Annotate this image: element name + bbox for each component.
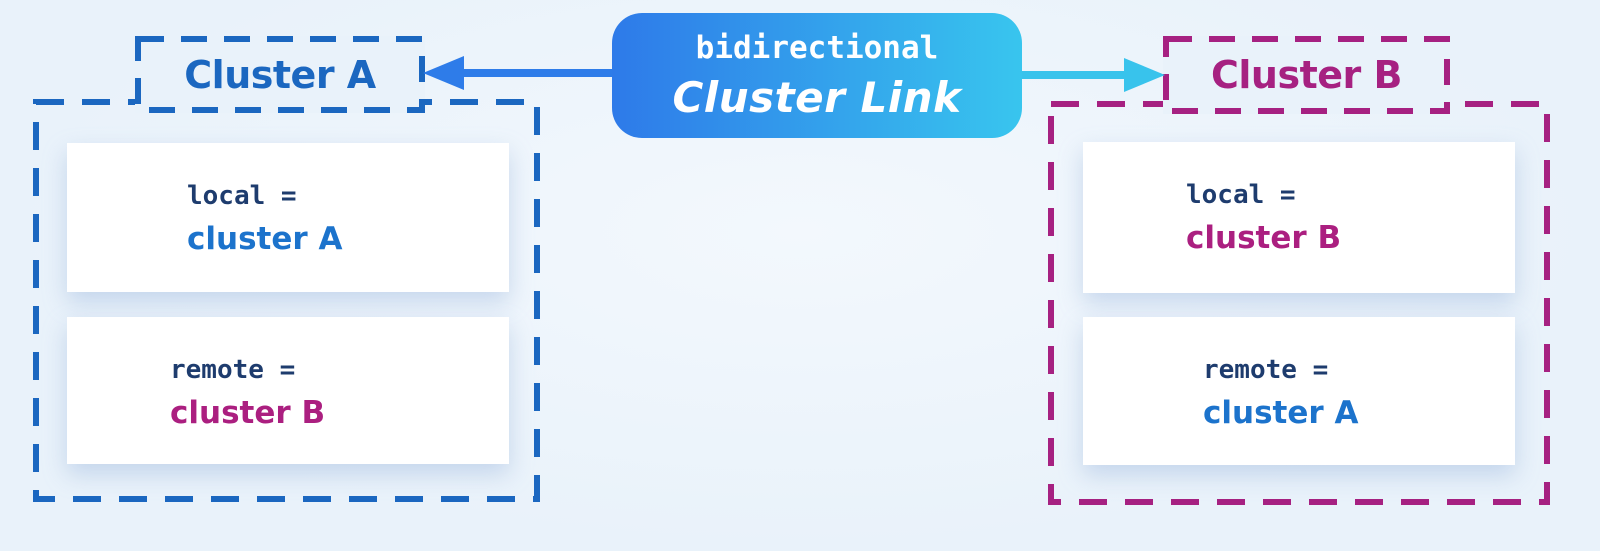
cluster-a-remote-card: remote = cluster B <box>67 317 509 464</box>
config-key: remote = <box>1203 355 1329 385</box>
config-value: cluster B <box>1186 220 1342 256</box>
config-key: remote = <box>170 355 296 385</box>
config-value: cluster B <box>170 395 326 431</box>
config-key: local = <box>187 181 297 211</box>
cluster-a-local-card: local = cluster A <box>67 143 509 292</box>
config-value: cluster A <box>187 221 343 257</box>
cluster-b-local-card: local = cluster B <box>1083 142 1515 293</box>
config-key: local = <box>1186 180 1296 210</box>
arrow-right-icon <box>1020 58 1165 92</box>
cluster-a-title: Cluster A <box>184 52 376 97</box>
cluster-link-badge: bidirectional Cluster Link <box>612 13 1022 138</box>
cluster-a-label-border <box>135 36 425 113</box>
config-value: cluster A <box>1203 395 1359 431</box>
cluster-b-label-box: Cluster B <box>1163 36 1450 114</box>
cluster-b-title: Cluster B <box>1211 53 1402 97</box>
cluster-a-label-box: Cluster A <box>135 36 425 113</box>
cluster-b-remote-card: remote = cluster A <box>1083 317 1515 465</box>
link-type-label: bidirectional <box>695 29 939 66</box>
link-name-label: Cluster Link <box>672 72 962 122</box>
arrow-left-icon <box>423 56 616 90</box>
cluster-b-label-border <box>1163 36 1450 114</box>
